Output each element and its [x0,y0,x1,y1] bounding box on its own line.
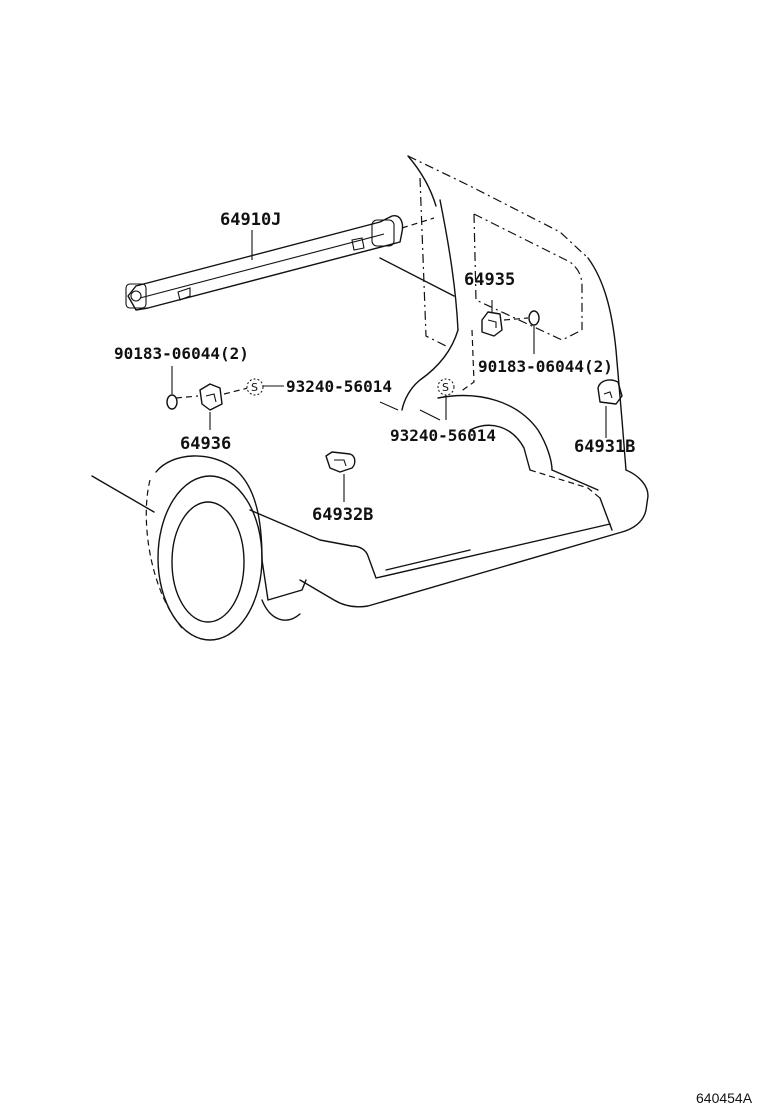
label-64931b: 64931B [574,437,635,457]
part-64910j-rail [125,215,435,311]
part-90183-clip-right [503,310,540,354]
vehicle-body-outline [91,155,649,641]
label-93240-left: 93240-56014 [286,377,392,396]
label-90183-left: 90183-06044(2) [114,344,249,363]
label-64936: 64936 [180,434,231,454]
part-90183-clip-left [166,366,178,410]
figure-code: 640454A [696,1090,753,1106]
standard-part-marks: S S [246,378,455,421]
s-mark-left: S [251,381,258,394]
part-64936-bracket [175,383,249,430]
label-64932b: 64932B [312,505,373,525]
s-mark-right: S [442,381,449,394]
part-64932b-cover [325,451,356,502]
label-93240-right: 93240-56014 [390,426,496,445]
label-64935: 64935 [464,270,515,290]
label-90183-right: 90183-06044(2) [478,357,613,376]
part-64931b-cover [597,379,623,438]
part-64935-bracket [481,300,503,337]
label-64910j: 64910J [220,210,281,230]
